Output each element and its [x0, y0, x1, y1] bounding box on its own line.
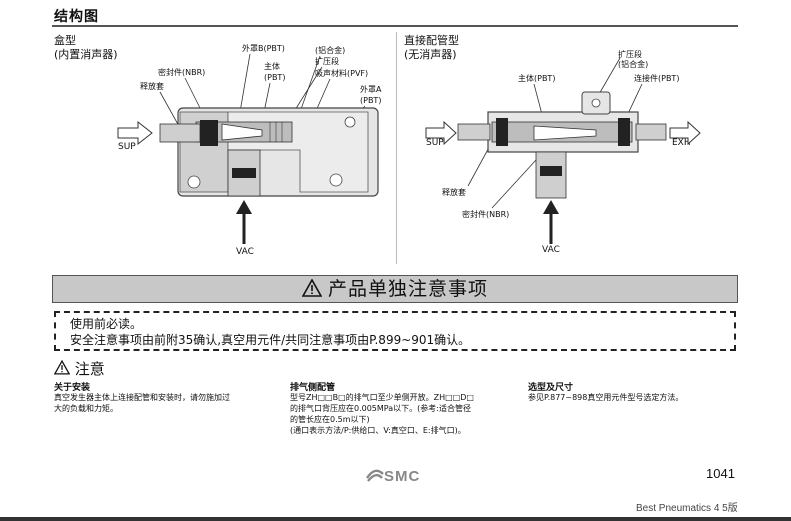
label-release: 释放套	[140, 82, 164, 91]
label-sup: SUP	[118, 142, 136, 152]
label-seal: 密封件(NBR)	[158, 68, 206, 77]
banner-title: 产品单独注意事项	[53, 276, 737, 302]
label-absorber: 吸声材料(PVF)	[315, 69, 369, 78]
column-divider	[396, 32, 397, 264]
right-diagram-subtitle: (无消声器)	[404, 48, 457, 61]
label-aluminum-right: (铝合金)	[618, 60, 649, 69]
left-diagram-title: 盒型	[54, 34, 76, 47]
label-seal-right: 密封件(NBR)	[462, 210, 510, 219]
precautions-banner: 产品单独注意事项	[52, 275, 738, 303]
section-title: 结构图	[54, 9, 99, 25]
install-text: 真空发生器主体上连接配管和安装时，请勿施加过 大的负载和力矩。	[54, 392, 230, 414]
brand-logo: SMC	[366, 468, 420, 485]
brand-mark-icon	[366, 469, 384, 482]
selection-line: 参见P.877~898真空用元件型号选定方法。	[528, 393, 684, 402]
banner-text: 产品单独注意事项	[327, 278, 488, 300]
label-exh: EXH	[672, 138, 691, 148]
selection-text: 参见P.877~898真空用元件型号选定方法。	[528, 392, 683, 403]
label-diffuser: 扩压段	[315, 57, 339, 66]
right-section-drawing	[425, 57, 701, 244]
exhaust-line: 的排气口背压应在0.005MPa以下。(参考:适合管径	[290, 404, 471, 413]
install-title: 关于安装	[54, 383, 91, 393]
label-sup-right: SUP	[426, 138, 444, 148]
label-vac: VAC	[236, 247, 254, 257]
label-diffuser-right: 扩压段	[618, 50, 642, 59]
label-connector: 连接件(PBT)	[634, 74, 680, 83]
notice-line-2: 安全注意事项由前附35确认,真空用元件/共同注意事项由P.899~901确认。	[70, 333, 471, 347]
section-divider	[52, 25, 738, 27]
label-body-material: (PBT)	[264, 73, 286, 82]
caution-heading: 注意	[53, 358, 105, 379]
label-aluminum: (铝合金)	[315, 46, 346, 55]
right-diagram-title: 直接配管型	[404, 34, 459, 47]
label-body-right: 主体(PBT)	[518, 74, 556, 83]
exhaust-line: 的管长应在0.5m以下)	[290, 415, 370, 424]
install-line: 大的负载和力矩。	[54, 404, 118, 413]
left-section-drawing	[117, 53, 379, 244]
install-line: 真空发生器主体上连接配管和安装时，请勿施加过	[54, 393, 230, 402]
exhaust-title: 排气侧配管	[290, 383, 336, 393]
brand-name: SMC	[384, 468, 421, 485]
label-outer-b: 外罩B(PBT)	[242, 44, 285, 53]
label-body: 主体	[264, 62, 280, 71]
caution-title: 注意	[74, 360, 105, 378]
label-outer-a-material: (PBT)	[360, 96, 382, 105]
notice-line-1: 使用前必读。	[70, 317, 143, 331]
caution-warning-icon	[53, 359, 75, 378]
selection-title: 选型及尺寸	[528, 383, 574, 393]
label-release-right: 释放套	[442, 188, 466, 197]
bottom-rule	[0, 517, 791, 521]
exhaust-text: 型号ZH□□B□的排气口至少单侧开放。ZH□□D□ 的排气口背压应在0.005M…	[290, 392, 474, 436]
left-diagram-subtitle: (内置消声器)	[54, 48, 118, 61]
warning-icon	[301, 276, 323, 302]
exhaust-line: 型号ZH□□B□的排气口至少单侧开放。ZH□□D□	[290, 393, 474, 402]
publication-label: Best Pneumatics 4 5版	[636, 503, 738, 514]
notice-box: 使用前必读。 安全注意事项由前附35确认,真空用元件/共同注意事项由P.899~…	[54, 311, 736, 351]
page-number: 1041	[706, 466, 735, 481]
label-vac-right: VAC	[542, 245, 560, 255]
exhaust-line: (通口表示方法/P:供给口、V:真空口、E:排气口)。	[290, 426, 466, 435]
label-outer-a: 外罩A	[360, 85, 382, 94]
